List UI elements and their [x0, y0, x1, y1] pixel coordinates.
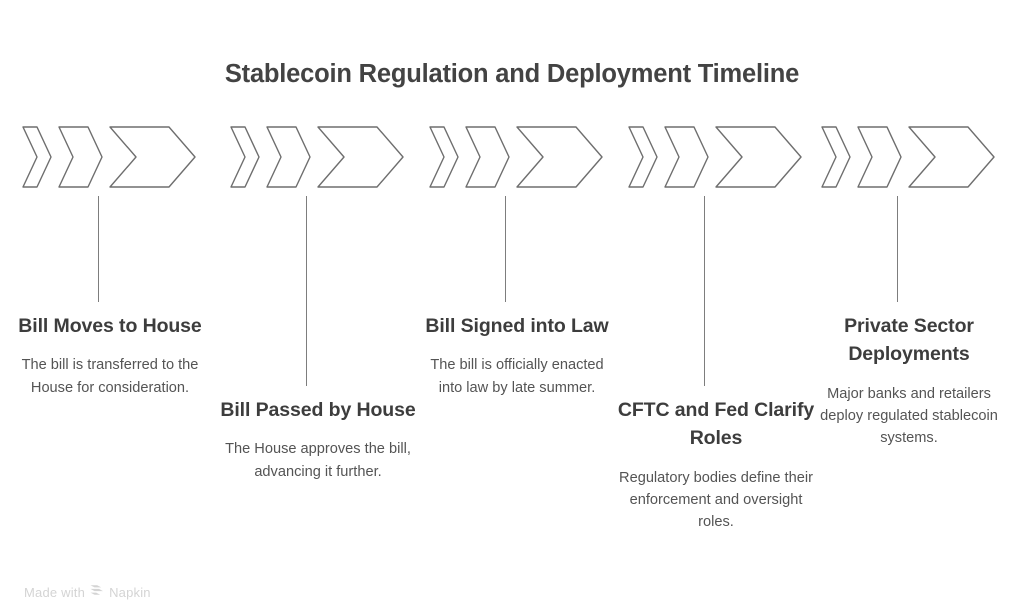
stage-text-block: Bill Passed by House The House approves … — [219, 396, 417, 483]
page-title: Stablecoin Regulation and Deployment Tim… — [224, 60, 800, 88]
stage-connector-line — [704, 196, 706, 386]
triple-chevron-right-icon — [617, 126, 815, 188]
stage-heading: Private Sector Deployments — [844, 315, 974, 366]
stage-heading: Bill Passed by House — [220, 399, 416, 421]
stage-description: The bill is transferred to the House for… — [21, 357, 199, 396]
stage-connector-line — [897, 196, 899, 302]
stage-connector-line — [306, 196, 308, 386]
triple-chevron-right-icon — [219, 126, 417, 188]
watermark-prefix-label: Made with — [24, 584, 86, 600]
stage-heading: Bill Signed into Law — [425, 315, 609, 337]
stage-description: The bill is officially enacted into law … — [430, 357, 604, 396]
napkin-chevron-logo-icon — [90, 584, 104, 600]
watermark-brand-label: Napkin — [109, 584, 151, 600]
triple-chevron-right-icon — [810, 126, 1008, 188]
stage-connector-line — [98, 196, 100, 302]
stage-heading: Bill Moves to House — [18, 315, 202, 337]
stage-connector-line — [505, 196, 507, 302]
stage-description: The House approves the bill, advancing i… — [225, 441, 411, 480]
stage-text-block: CFTC and Fed Clarify Roles Regulatory bo… — [617, 396, 815, 534]
stage-text-block: Bill Signed into Law The bill is officia… — [418, 312, 616, 399]
triple-chevron-right-icon — [418, 126, 616, 188]
made-with-napkin-watermark[interactable]: Made with Napkin — [24, 584, 151, 600]
stage-description: Major banks and retailers deploy regulat… — [820, 385, 998, 447]
stage-heading: CFTC and Fed Clarify Roles — [617, 399, 815, 450]
stage-text-block: Private Sector Deployments Major banks a… — [810, 312, 1008, 450]
stage-description: Regulatory bodies define their enforceme… — [619, 469, 813, 531]
stage-text-block: Bill Moves to House The bill is transfer… — [11, 312, 209, 399]
triple-chevron-right-icon — [11, 126, 209, 188]
